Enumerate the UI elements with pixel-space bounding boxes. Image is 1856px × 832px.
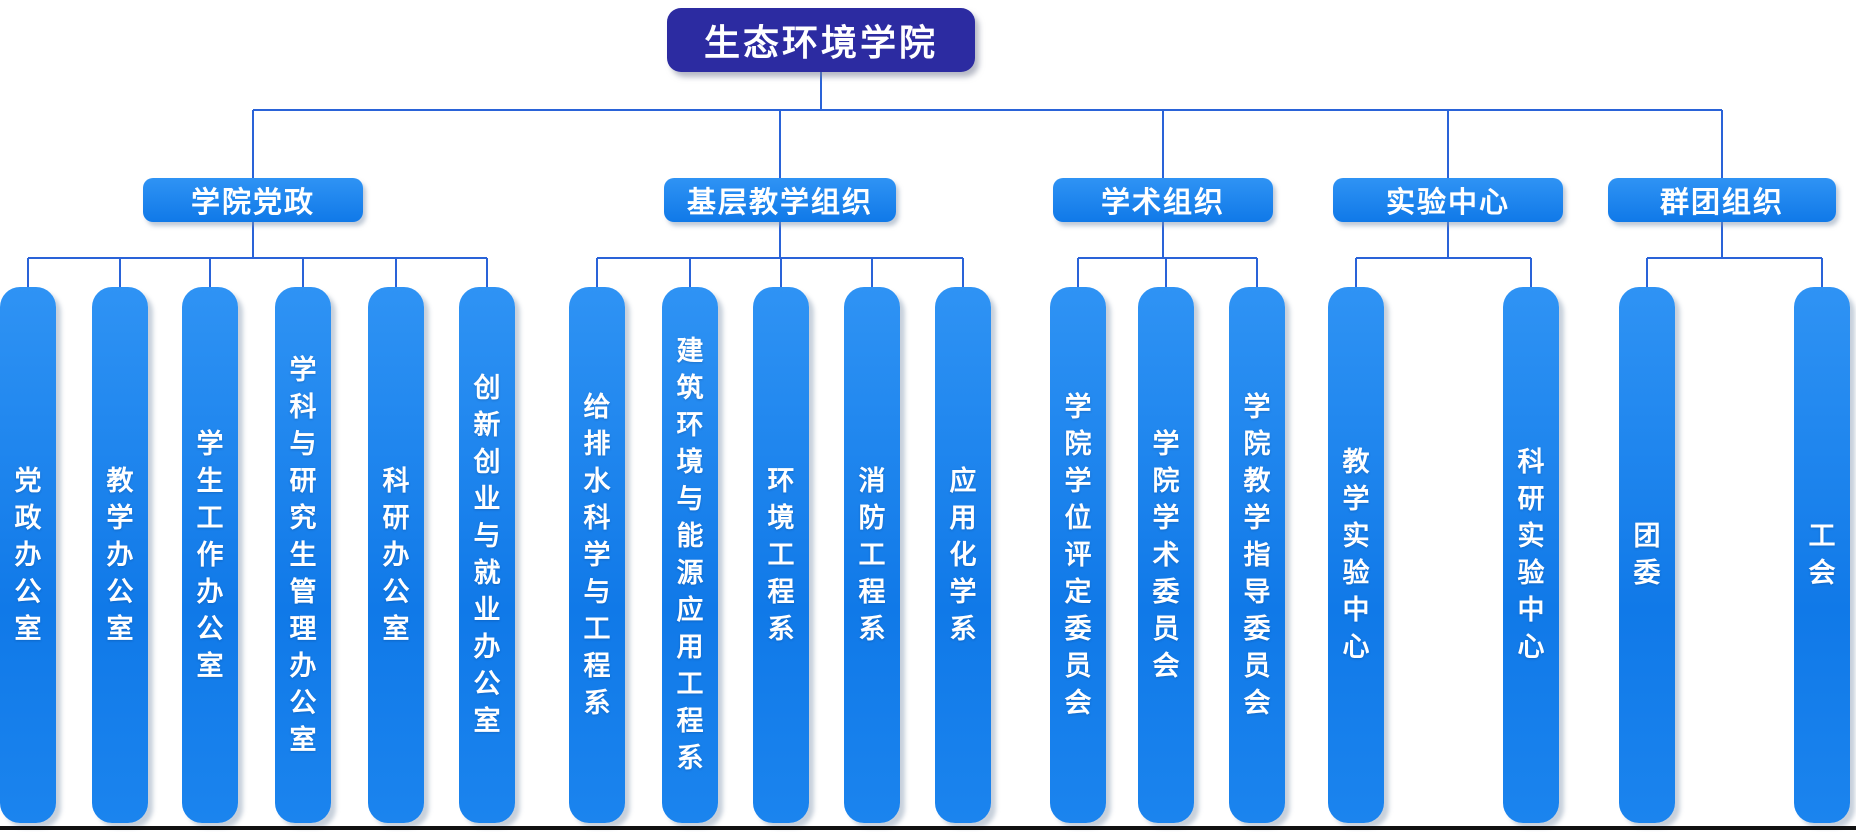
group-node-3: 学术组织 (1053, 178, 1273, 222)
column-label: 党政办公室 (14, 465, 42, 645)
column-label: 教学办公室 (106, 465, 134, 645)
group-node-1: 学院党政 (143, 178, 363, 222)
org-column: 创新创业与就业办公室 (459, 287, 515, 823)
org-column: 学院学术委员会 (1138, 287, 1194, 823)
column-label: 环境工程系 (767, 465, 795, 645)
column-label: 学生工作办公室 (196, 428, 224, 682)
group-label: 实验中心 (1385, 185, 1510, 219)
column-label: 创新创业与就业办公室 (473, 373, 501, 737)
org-column: 学科与研究生管理办公室 (275, 287, 331, 823)
column-label: 教学实验中心 (1342, 447, 1370, 663)
column-label: 给排水科学与工程系 (583, 391, 611, 719)
column-label: 学科与研究生管理办公室 (289, 354, 317, 756)
org-column: 给排水科学与工程系 (569, 287, 625, 823)
group-node-4: 实验中心 (1333, 178, 1563, 222)
root-title: 生态环境学院 (703, 23, 938, 64)
org-column: 科研实验中心 (1503, 287, 1559, 823)
column-label: 工会 (1808, 521, 1836, 589)
group-label: 学院党政 (190, 185, 315, 219)
column-label: 学院学术委员会 (1152, 428, 1180, 682)
group-label: 学术组织 (1100, 185, 1225, 219)
group-label: 基层教学组织 (686, 185, 873, 219)
org-column: 学生工作办公室 (182, 287, 238, 823)
org-column: 教学办公室 (92, 287, 148, 823)
column-label: 建筑环境与能源应用工程系 (676, 336, 704, 774)
column-label: 消防工程系 (858, 465, 886, 645)
column-label: 科研实验中心 (1517, 447, 1545, 663)
group-node-5: 群团组织 (1608, 178, 1836, 222)
org-column: 应用化学系 (935, 287, 991, 823)
org-column: 环境工程系 (753, 287, 809, 823)
bottom-border (0, 826, 1856, 830)
org-column: 科研办公室 (368, 287, 424, 823)
org-column: 学院学位评定委员会 (1050, 287, 1106, 823)
column-label: 团委 (1633, 521, 1661, 589)
column-label: 科研办公室 (382, 465, 410, 645)
column-label: 学院教学指导委员会 (1243, 391, 1271, 719)
root-node: 生态环境学院 (667, 8, 975, 72)
column-label: 学院学位评定委员会 (1064, 391, 1092, 719)
org-column: 党政办公室 (0, 287, 56, 823)
group-label: 群团组织 (1659, 185, 1784, 219)
org-column: 学院教学指导委员会 (1229, 287, 1285, 823)
org-column: 工会 (1794, 287, 1850, 823)
group-node-2: 基层教学组织 (664, 178, 896, 222)
org-column: 团委 (1619, 287, 1675, 823)
column-label: 应用化学系 (949, 465, 977, 645)
org-column: 建筑环境与能源应用工程系 (662, 287, 718, 823)
org-column: 教学实验中心 (1328, 287, 1384, 823)
org-column: 消防工程系 (844, 287, 900, 823)
